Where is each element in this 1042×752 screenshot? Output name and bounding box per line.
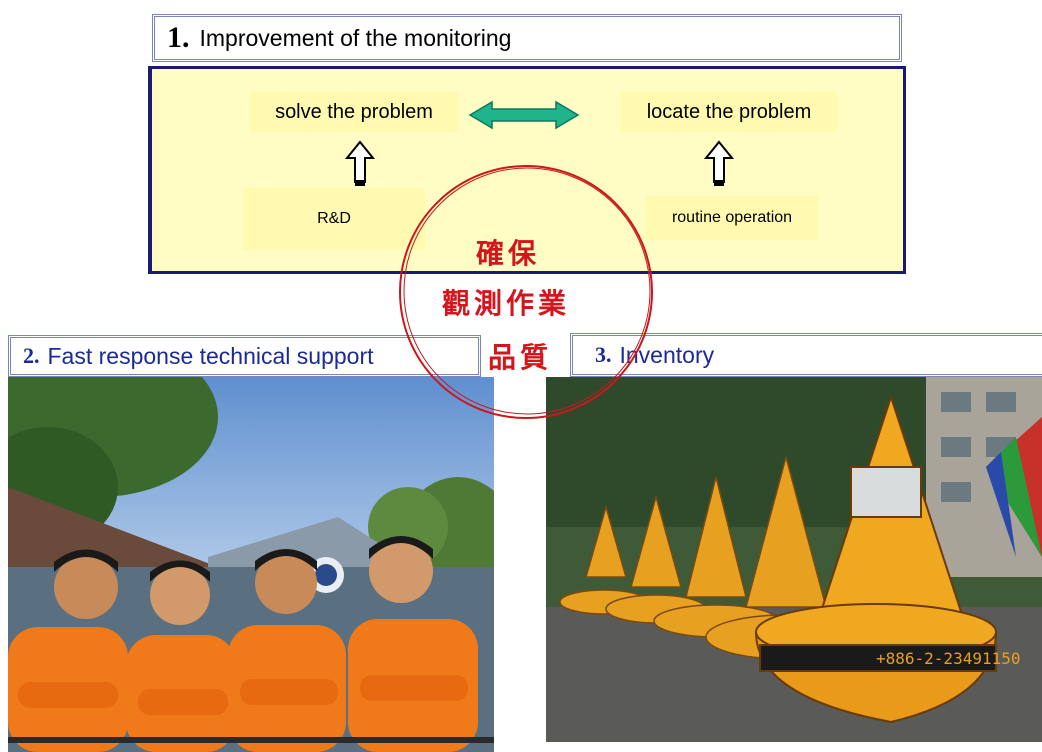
section2-number: 2. <box>23 343 40 368</box>
quality-stamp-circle <box>399 165 653 419</box>
buoy-phone-text: +886-2-23491150 <box>876 649 1021 668</box>
locate-problem-label: locate the problem <box>621 92 837 132</box>
stamp-line1: 確保 <box>476 237 541 270</box>
solve-problem-label: solve the problem <box>250 92 458 132</box>
stamp-line3: 品質 <box>488 341 553 374</box>
team-photo <box>8 377 494 752</box>
section3-title-box: 3. Inventory <box>570 333 1042 377</box>
stamp-line2: 觀測作業 <box>442 287 571 320</box>
up-arrow-icon <box>704 140 734 186</box>
section2-title: Fast response technical support <box>47 342 374 369</box>
up-arrow-icon <box>345 140 375 186</box>
section1-title-box: 1. Improvement of the monitoring <box>152 14 902 62</box>
section3-number: 3. <box>595 342 612 367</box>
buoy-photo: +886-2-23491150 <box>546 377 1042 742</box>
routine-operation-label: routine operation <box>646 196 818 240</box>
section2-title-box: 2. Fast response technical support <box>8 335 481 377</box>
double-arrow-icon <box>468 100 580 130</box>
rd-label: R&D <box>243 188 425 250</box>
section1-title: Improvement of the monitoring <box>199 24 512 51</box>
section1-number: 1. <box>167 21 190 54</box>
